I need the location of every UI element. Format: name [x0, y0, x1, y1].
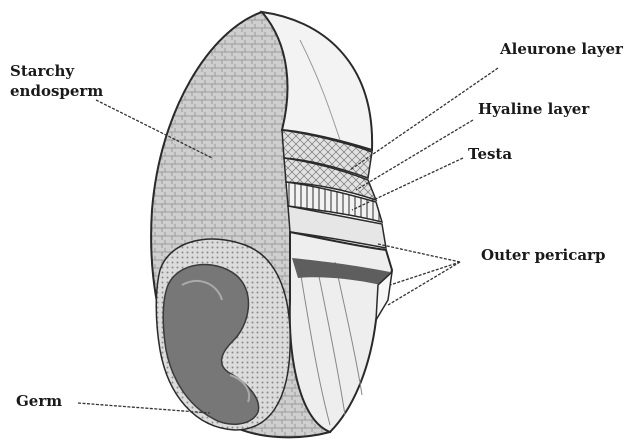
leader-hyaline-layer	[356, 120, 473, 190]
label-hyaline-layer: Hyaline layer	[478, 100, 589, 119]
leader-outer-pericarp-1	[378, 244, 460, 262]
label-germ: Germ	[16, 392, 62, 411]
label-starchy-endosperm-line1: Starchy	[10, 62, 74, 81]
label-starchy-endosperm-line2: endosperm	[10, 82, 103, 101]
leader-outer-pericarp-2	[390, 262, 460, 285]
leader-outer-pericarp-3	[388, 262, 460, 305]
label-testa: Testa	[468, 145, 512, 164]
label-aleurone-layer: Aleurone layer	[500, 40, 623, 59]
label-outer-pericarp: Outer pericarp	[481, 246, 605, 265]
